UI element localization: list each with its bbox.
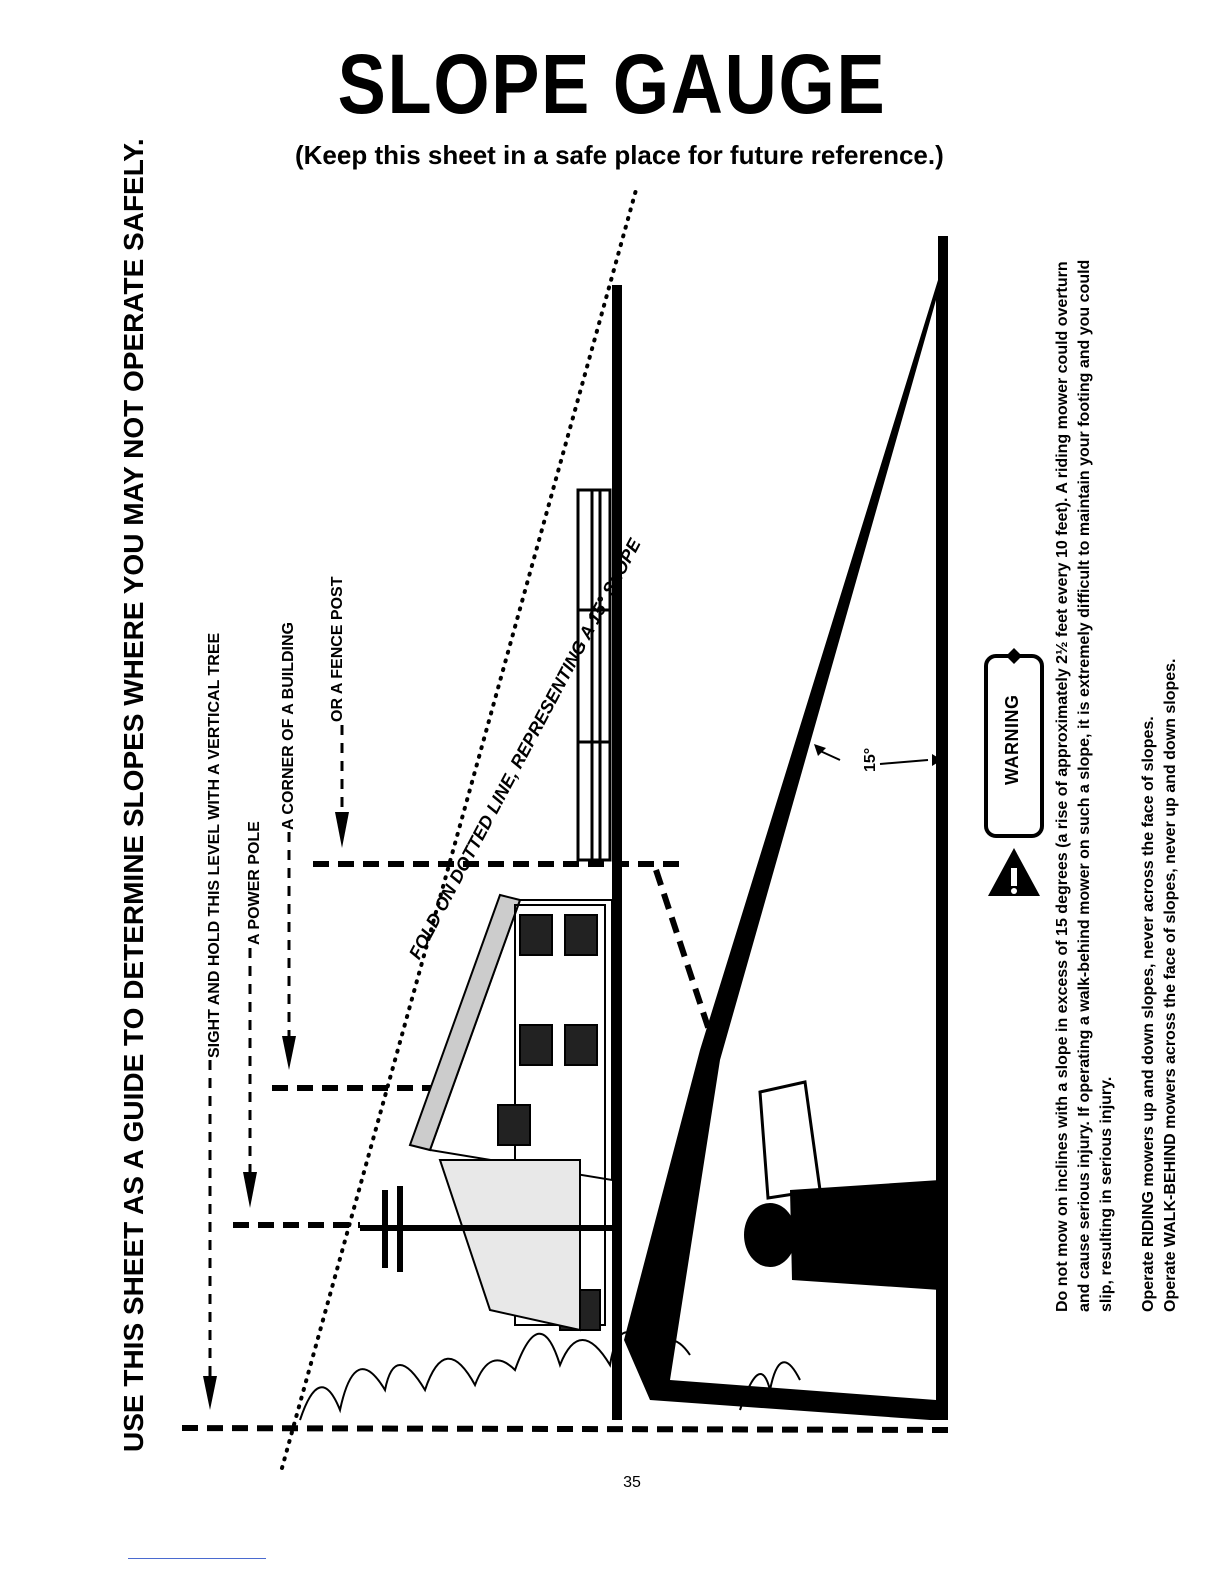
angle-arrow-upper (814, 744, 826, 756)
angle-label: 15° (862, 747, 879, 772)
page-title: SLOPE GAUGE (337, 37, 887, 131)
shrubs (299, 1331, 801, 1421)
sight-label-tree: SIGHT AND HOLD THIS LEVEL WITH A VERTICA… (206, 632, 223, 1058)
angle-arc-lower (879, 759, 929, 765)
fence (576, 488, 612, 862)
slope-wedge-inner (670, 300, 936, 1400)
instruction-riding: Operate RIDING mowers up and down slopes… (1140, 716, 1157, 1312)
house (408, 893, 613, 1332)
fold-dotted-line (280, 188, 638, 1470)
tree-guide-arrow (203, 1376, 217, 1410)
warning-badge (984, 648, 1044, 896)
footer-rule (128, 1558, 266, 1559)
person-with-box (744, 1080, 940, 1290)
warning-label: WARNING (1002, 694, 1022, 786)
power-pole (360, 1186, 612, 1272)
sight-label-fence: OR A FENCE POST (329, 576, 346, 723)
page-subtitle: (Keep this sheet in a safe place for fut… (295, 140, 944, 170)
warning-body: Do not mow on inclines with a slope in e… (1054, 259, 1115, 1312)
sight-label-building: A CORNER OF A BUILDING (280, 622, 297, 830)
base-dashed-line (181, 1425, 951, 1433)
instruction-walk-behind: Operate WALK-BEHIND mowers across the fa… (1162, 658, 1179, 1312)
pole-guide-arrow (243, 1172, 257, 1208)
building-guide-arrow (282, 1036, 296, 1070)
sight-label-pole: A POWER POLE (246, 821, 263, 945)
ground-vertical-wall (612, 285, 622, 1420)
fence-guide-arrow (335, 812, 349, 848)
page-number: 35 (623, 1474, 641, 1491)
angle-arrow-lower (932, 754, 942, 766)
